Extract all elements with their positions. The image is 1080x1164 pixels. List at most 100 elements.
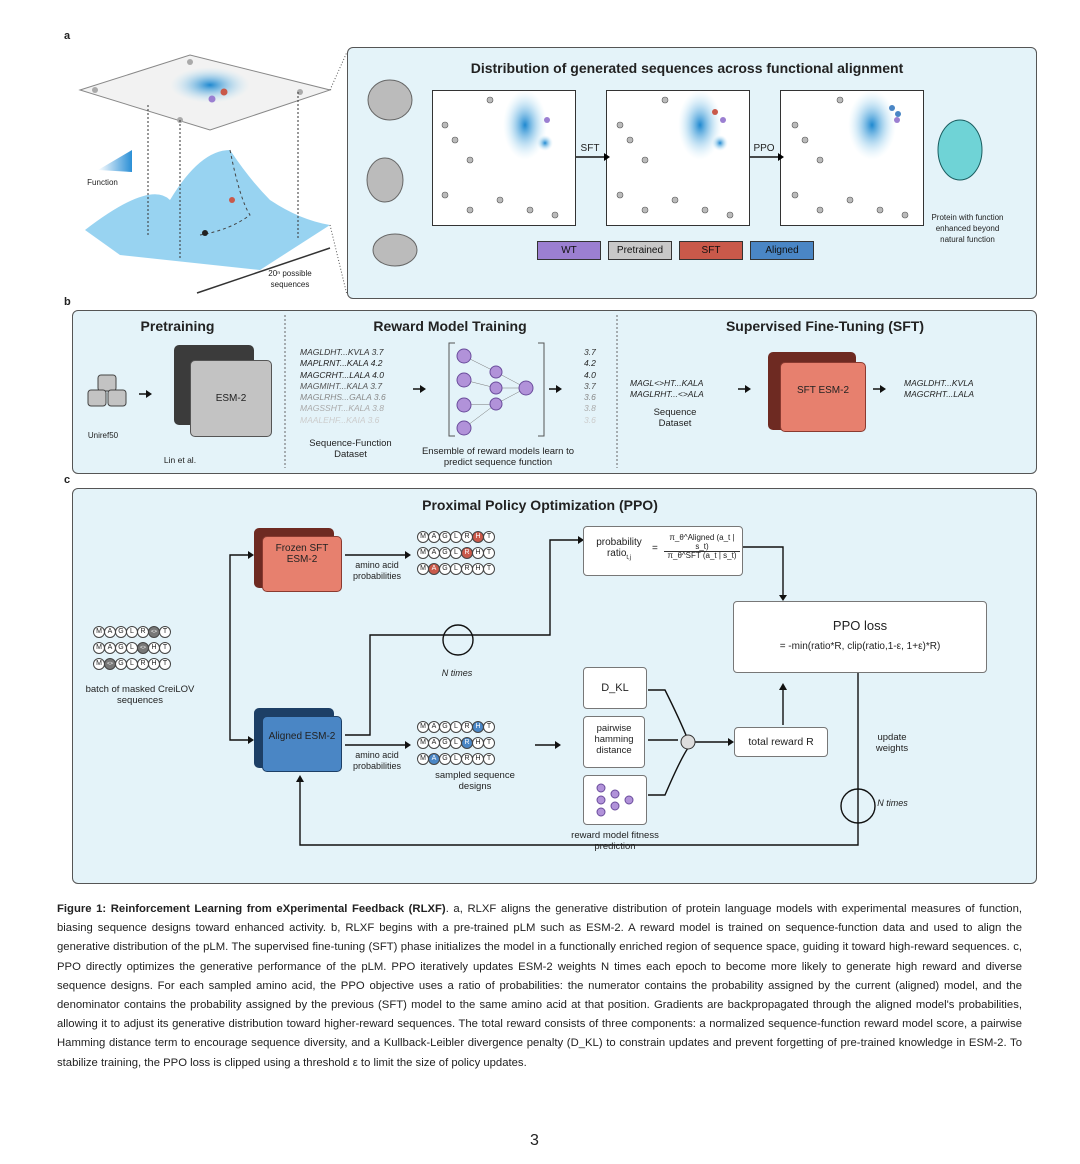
amino-acid-token: A	[104, 626, 116, 638]
prob-ratio-label: probability ratiot,j	[596, 537, 642, 561]
figure-caption: Figure 1: Reinforcement Learning from eX…	[57, 900, 1022, 1073]
amino-acid-token: H	[148, 658, 160, 670]
legend-aligned: Aligned	[750, 241, 814, 260]
sft-esm2-model: SFT ESM-2	[780, 362, 866, 432]
amino-acid-token: H	[472, 753, 484, 765]
amino-acid-token: T	[483, 753, 495, 765]
panel-c-box	[72, 488, 1037, 884]
sft-input-seq: MAGL<>HT...KALA	[630, 378, 704, 388]
amino-acid-token: L	[450, 721, 462, 733]
seq-row: MAPLRNT...KALA 4.2	[300, 358, 383, 369]
ppo-title: Proximal Policy Optimization (PPO)	[422, 497, 658, 513]
ppo-loss-title: PPO loss	[832, 618, 888, 633]
hamming-box: pairwise hamming distance	[583, 716, 645, 768]
aligned-esm2-model: Aligned ESM-2	[262, 716, 342, 772]
probability-ratio-box: probability ratiot,j = π_θ^Aligned (a_t …	[583, 526, 743, 576]
amino-acid-token: T	[159, 658, 171, 670]
sft-output-seq: MAGLDHT...KVLA	[904, 378, 974, 388]
score: 3.8	[584, 403, 596, 414]
legend-wt: WT	[537, 241, 601, 260]
sequence-space-label: 20ⁿ possible sequences	[268, 269, 312, 289]
lin-et-al-label: Lin et al.	[163, 455, 197, 465]
amino-acid-token: H	[472, 531, 484, 543]
dkl-box: D_KL	[583, 667, 647, 709]
seq-row: MAGCRHT...LALA 4.0	[300, 369, 384, 380]
predicted-scores: 3.7 4.2 4.0 3.7 3.6 3.8 3.6	[584, 347, 604, 426]
amino-acid-token: H	[148, 642, 160, 654]
n-times-label-2: N times	[877, 798, 908, 808]
score: 3.7	[584, 347, 596, 357]
aa-probabilities-label-bottom: amino acid probabilities	[352, 750, 402, 771]
panel-label-c: c	[64, 474, 71, 486]
amino-acid-token: T	[483, 531, 495, 543]
legend-sft: SFT	[679, 241, 743, 260]
n-times-label: N times	[441, 668, 473, 678]
sequence-function-list: MAGLDHT...KVLA 3.7 MAPLRNT...KALA 4.2 MA…	[300, 347, 410, 426]
equals-sign: =	[652, 543, 658, 554]
amino-acid-token: T	[159, 626, 171, 638]
amino-acid-token: T	[159, 642, 171, 654]
score: 3.7	[584, 380, 596, 391]
amino-acid-token: M	[417, 753, 429, 765]
seq-row: MAALEHF...KAIA 3.6	[300, 414, 380, 425]
uniref50-label: Uniref50	[87, 431, 119, 440]
total-reward-box: total reward R	[734, 727, 828, 757]
amino-acid-token: T	[483, 737, 495, 749]
plot-wt	[432, 90, 576, 226]
score: 4.2	[584, 358, 596, 369]
ratio-denominator: π_θ^SFT (a_t | s_t)	[667, 551, 737, 560]
amino-acid-token: T	[483, 721, 495, 733]
pretraining-title: Pretraining	[140, 318, 215, 334]
plot-sft	[606, 90, 750, 226]
aa-probabilities-label-top: amino acid probabilities	[352, 560, 402, 581]
ppo-loss-formula: = -min(ratio*R, clip(ratio,1-ε, 1+ε)*R)	[779, 641, 941, 652]
sft-output-seq: MAGCRHT...LALA	[904, 389, 975, 400]
amino-acid-token: A	[428, 547, 440, 559]
sft-inputs: MAGL<>HT...KALA MAGLRHT...<>ALA	[630, 378, 740, 401]
caption-text: . a, RLXF aligns the generative distribu…	[57, 903, 1022, 1069]
sampled-designs-label: sampled sequence designs	[435, 770, 515, 792]
amino-acid-token: H	[472, 563, 484, 575]
seq-row: MAGSSHT...KALA 3.8	[300, 403, 384, 414]
ensemble-label: Ensemble of reward models learn to predi…	[421, 446, 575, 468]
reward-model-label: reward model fitness prediction	[571, 830, 659, 852]
amino-acid-token: G	[115, 626, 127, 638]
ratio-numerator: π_θ^Aligned (a_t | s_t)	[664, 533, 740, 552]
seq-row: MAGLDHT...KVLA 3.7	[300, 347, 384, 357]
score: 3.6	[584, 392, 596, 403]
reward-model-box	[583, 775, 647, 825]
panel-a-title: Distribution of generated sequences acro…	[470, 60, 904, 76]
panel-label-b: b	[64, 296, 71, 308]
amino-acid-token: T	[483, 563, 495, 575]
batch-label: batch of masked CreiLOV sequences	[85, 684, 195, 706]
sft-input-seq: MAGLRHT...<>ALA	[630, 389, 704, 400]
seq-row: MAGLRHS...GALA 3.6	[300, 392, 386, 403]
sequence-dataset-label: Sequence Dataset	[653, 407, 697, 429]
caption-label: Figure 1: Reinforcement Learning from eX…	[57, 903, 446, 915]
amino-acid-token: L	[126, 642, 138, 654]
arrow-sft-label: SFT	[580, 143, 600, 154]
neural-net-icon	[596, 783, 634, 817]
amino-acid-token: L	[126, 658, 138, 670]
protein-note: Protein with function enhanced beyond na…	[931, 213, 1004, 244]
page-number: 3	[530, 1132, 539, 1149]
arrow-ppo-label: PPO	[753, 143, 775, 154]
amino-acid-token: G	[439, 563, 451, 575]
ppo-loss-box: PPO loss = -min(ratio*R, clip(ratio,1-ε,…	[733, 601, 987, 673]
amino-acid-token: R	[137, 626, 149, 638]
score: 4.0	[584, 369, 596, 380]
seq-row: MAGMIHT...KALA 3.7	[300, 380, 383, 391]
